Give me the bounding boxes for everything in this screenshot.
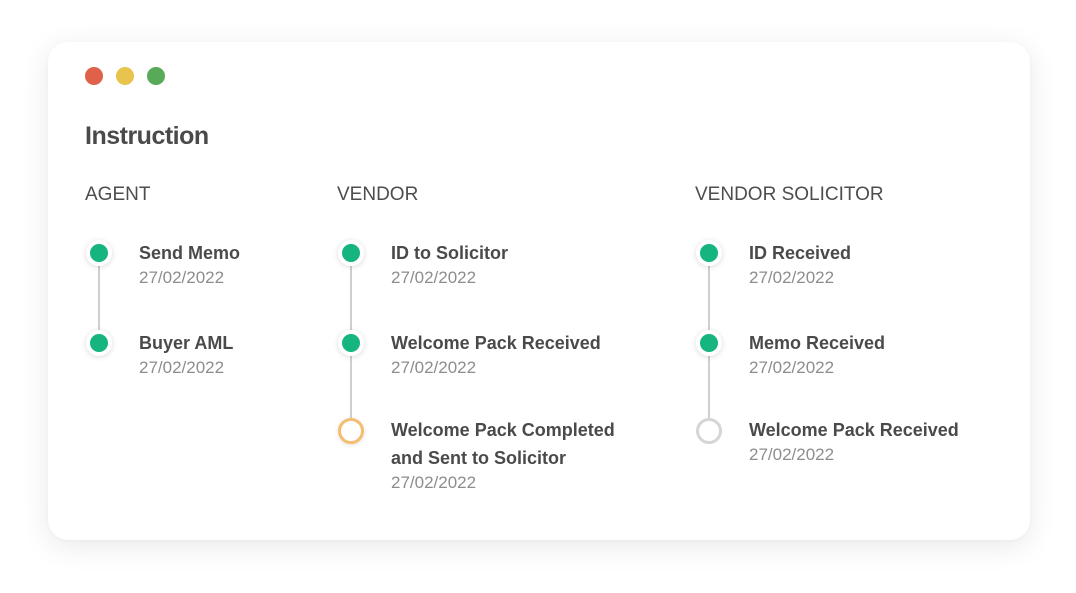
step-status-done-icon xyxy=(86,240,112,266)
step-send-memo[interactable]: Send Memo 27/02/2022 xyxy=(139,239,389,289)
step-date: 27/02/2022 xyxy=(139,268,225,287)
step-id-to-solicitor[interactable]: ID to Solicitor 27/02/2022 xyxy=(391,239,641,289)
step-status-done-icon xyxy=(338,240,364,266)
column-heading-vendor-solicitor: VENDOR SOLICITOR xyxy=(695,184,884,205)
instruction-window: Instruction AGENT Send Memo 27/02/2022 B… xyxy=(48,42,1030,540)
step-title: Welcome Pack Received xyxy=(391,333,601,353)
step-welcome-pack-received[interactable]: Welcome Pack Received 27/02/2022 xyxy=(749,416,999,466)
step-title: ID Received xyxy=(749,243,852,263)
timeline-connector xyxy=(350,266,352,342)
step-date: 27/02/2022 xyxy=(391,473,477,492)
timeline-connector xyxy=(708,266,710,342)
step-date: 27/02/2022 xyxy=(749,268,835,287)
step-id-received[interactable]: ID Received 27/02/2022 xyxy=(749,239,999,289)
step-title: Welcome Pack Received xyxy=(749,420,959,440)
step-title: Memo Received xyxy=(749,333,886,353)
column-heading-vendor: VENDOR xyxy=(337,184,419,205)
timeline-connector xyxy=(708,356,710,418)
step-date: 27/02/2022 xyxy=(139,358,225,377)
timeline-connector xyxy=(350,356,352,418)
maximize-window-button[interactable] xyxy=(147,67,165,85)
step-buyer-aml[interactable]: Buyer AML 27/02/2022 xyxy=(139,329,389,379)
step-status-done-icon xyxy=(696,240,722,266)
step-status-current-icon xyxy=(338,418,364,444)
step-date: 27/02/2022 xyxy=(749,358,835,377)
step-status-done-icon xyxy=(86,330,112,356)
vendor-solicitor-column: VENDOR SOLICITOR ID Received 27/02/2022 … xyxy=(695,42,1005,540)
page-title: Instruction xyxy=(85,122,209,150)
step-welcome-pack-received[interactable]: Welcome Pack Received 27/02/2022 xyxy=(391,329,641,379)
step-date: 27/02/2022 xyxy=(391,268,477,287)
step-title: Send Memo xyxy=(139,243,241,263)
agent-column: AGENT Send Memo 27/02/2022 Buyer AML 27/… xyxy=(85,42,315,540)
step-title: Buyer AML xyxy=(139,333,234,353)
step-status-pending-icon xyxy=(696,418,722,444)
minimize-window-button[interactable] xyxy=(116,67,134,85)
vendor-column: VENDOR ID to Solicitor 27/02/2022 Welcom… xyxy=(337,42,657,540)
step-title-line-1: Welcome Pack Completed xyxy=(391,420,615,440)
step-memo-received[interactable]: Memo Received 27/02/2022 xyxy=(749,329,999,379)
step-date: 27/02/2022 xyxy=(749,445,835,464)
step-date: 27/02/2022 xyxy=(391,358,477,377)
step-welcome-pack-completed[interactable]: Welcome Pack Completed and Sent to Solic… xyxy=(391,416,641,494)
step-title-line-2: and Sent to Solicitor xyxy=(391,448,567,468)
timeline-connector xyxy=(98,266,100,342)
step-status-done-icon xyxy=(696,330,722,356)
column-heading-agent: AGENT xyxy=(85,184,151,205)
step-title: ID to Solicitor xyxy=(391,243,508,263)
step-status-done-icon xyxy=(338,330,364,356)
close-window-button[interactable] xyxy=(85,67,103,85)
